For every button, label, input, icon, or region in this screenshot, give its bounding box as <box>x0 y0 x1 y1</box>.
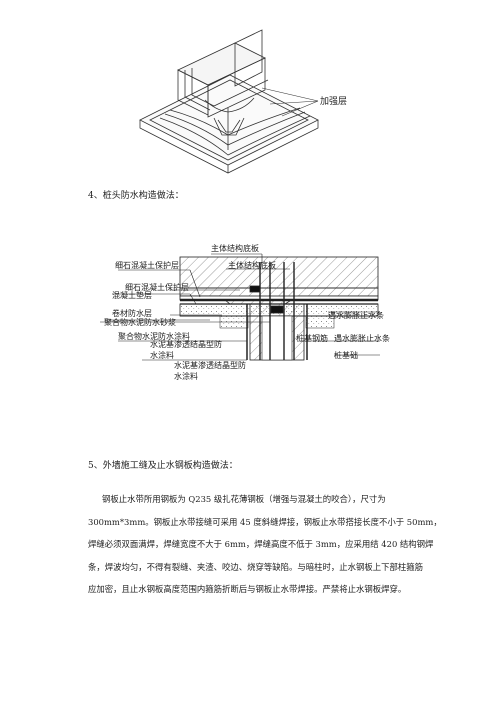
paragraph-line: 焊缝必须双面满焊，焊缝宽度不大于 6mm，焊缝高度不低于 3mm，应采用结 42… <box>88 539 434 549</box>
label-membrane: 卷材防水层 <box>112 309 152 318</box>
section-5-paragraph: 钢板止水带所用钢板为 Q235 级扎花薄钢板（增强与混凝土的咬合），尺寸为 30… <box>88 488 442 601</box>
paragraph-line: 条，焊波均匀，不得有裂缝、夹渣、咬边、烧穿等缺陷。与暗柱时，止水钢板上下部柱箍筋 <box>88 561 423 572</box>
label-coat2: 水泥基渗透结晶型防 <box>150 340 222 349</box>
label-fine-concrete: 细石混凝土保护层 <box>125 283 189 292</box>
corner-waterproof-figure <box>139 29 319 174</box>
label-pile: 桩基础 <box>334 351 358 360</box>
label-pile-reinf: 桩基钢筋 <box>296 334 328 343</box>
label-main-wall: 主体结构底板 <box>211 244 259 253</box>
reinforcement-layer-label: 加强层 <box>320 97 348 107</box>
label-swell: 遇水膨胀止水条 <box>328 311 384 320</box>
pile-head-section-figure <box>100 253 380 361</box>
section-4-heading: 4、桩头防水构造做法： <box>88 191 184 201</box>
label-coat1: 聚合物水泥防水涂料 <box>118 332 190 341</box>
label-concrete: 混凝土垫层 <box>112 291 152 300</box>
paragraph-line: 应加密，且止水钢板高度范围内箍筋折断后与钢板止水带焊接。严禁将止水钢板焊穿。 <box>88 584 407 594</box>
paragraph-line: 钢板止水带所用钢板为 Q235 级扎花薄钢板（增强与混凝土的咬合），尺寸为 <box>102 494 386 504</box>
section-5-heading: 5、外墙施工缝及止水钢板构造做法： <box>88 461 238 471</box>
label-coat3b: 水涂料 <box>174 372 198 381</box>
label-fine-protect: 细石混凝土保护层 <box>115 261 179 270</box>
label-coat3: 水泥基渗透结晶型防 <box>174 361 246 370</box>
label-main-floor: 主体结构底板 <box>228 261 276 270</box>
paragraph-line: 300mm*3mm。钢板止水带接缝可采用 45 度斜缝焊接，钢板止水带搭接长度不… <box>88 516 442 527</box>
label-mortar: 聚合物水泥防水砂浆 <box>104 318 176 327</box>
label-coat2b: 水涂料 <box>150 351 174 360</box>
label-swell2: 遇水膨胀止水条 <box>334 334 390 343</box>
